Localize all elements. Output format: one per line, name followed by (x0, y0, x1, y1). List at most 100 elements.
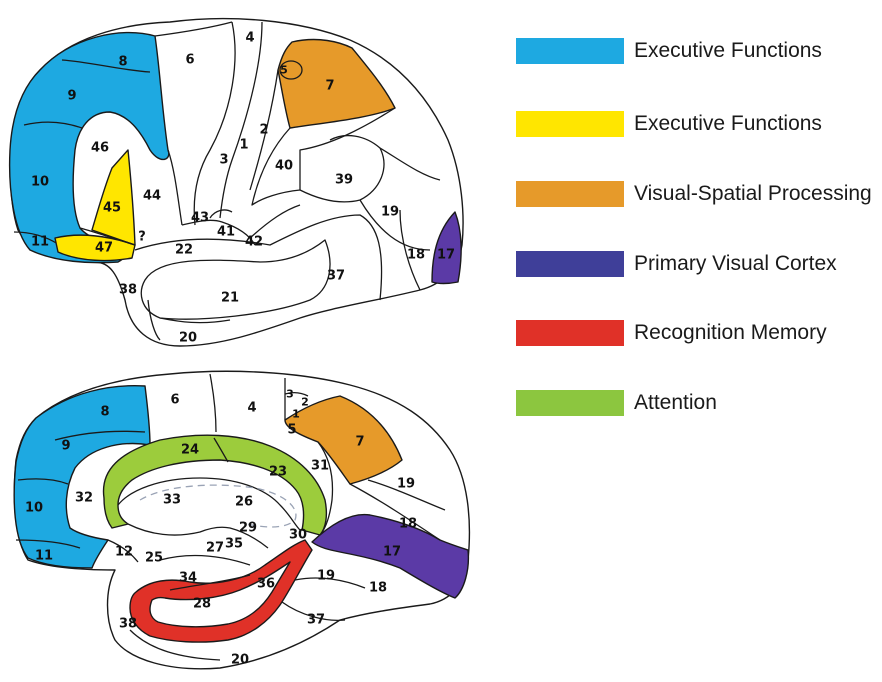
lateral-label-45: 45 (103, 201, 121, 216)
medial-label-30: 30 (289, 528, 307, 543)
medial-label-20: 20 (231, 653, 249, 668)
lateral-label-38: 38 (119, 283, 137, 298)
legend-swatch (516, 320, 624, 346)
legend-label: Executive Functions (634, 112, 822, 135)
lateral-line-8-9 (61, 59, 151, 73)
medial-label-12: 12 (115, 545, 133, 560)
medial-label-18-top: 18 (399, 517, 417, 532)
lateral-label-4: 4 (245, 31, 254, 46)
lateral-label-8: 8 (118, 55, 127, 70)
medial-inner-corpus (127, 523, 269, 549)
medial-label-7: 7 (355, 435, 364, 450)
medial-line-12-25 (107, 539, 139, 563)
medial-line-37 (281, 601, 346, 621)
medial-label-32: 32 (75, 491, 93, 506)
lateral-label-40: 40 (275, 159, 293, 174)
lateral-line-i (379, 147, 441, 181)
medial-label-3: 3 (286, 388, 294, 401)
medial-line-10-11 (15, 539, 81, 549)
medial-label-10: 10 (25, 501, 43, 516)
lateral-label-42: 42 (245, 235, 263, 250)
medial-line-6-4 (209, 373, 217, 433)
legend-swatch (516, 181, 624, 207)
lateral-label-21: 21 (221, 291, 239, 306)
medial-line-20 (129, 629, 221, 661)
legend-item-executive-functions-blue: Executive Functions (516, 36, 882, 66)
lateral-line-k (399, 209, 421, 291)
lateral-line-10-11 (13, 231, 59, 245)
medial-label-34: 34 (179, 571, 197, 586)
medial-label-5: 5 (287, 423, 296, 438)
medial-label-6: 6 (170, 393, 179, 408)
legend-swatch (516, 38, 624, 64)
medial-label-36: 36 (257, 577, 275, 592)
lateral-label-6: 6 (185, 53, 194, 68)
medial-label-35: 35 (225, 537, 243, 552)
lateral-label-39: 39 (335, 173, 353, 188)
lateral-label-41: 41 (217, 225, 235, 240)
lateral-label-2: 2 (259, 123, 268, 138)
legend-item-visual-spatial-processing: Visual-Spatial Processing (516, 179, 882, 209)
lateral-label-3: 3 (219, 153, 228, 168)
medial-label-24: 24 (181, 443, 199, 458)
lateral-line-46 (79, 227, 136, 246)
medial-label-25: 25 (145, 551, 163, 566)
lateral-label-5: 5 (280, 64, 288, 77)
lateral-label-47: 47 (95, 241, 113, 256)
lateral-label-q: ? (138, 230, 146, 245)
medial-label-17: 17 (383, 545, 401, 560)
lateral-line-j (359, 199, 431, 251)
lateral-line-b (154, 21, 233, 37)
medial-line-37b (294, 577, 366, 589)
lateral-label-37: 37 (327, 269, 345, 284)
medial-label-4: 4 (247, 401, 256, 416)
medial-line-28 (169, 574, 251, 591)
legend-label: Visual-Spatial Processing (634, 182, 872, 205)
medial-visual-spatial-7 (284, 395, 403, 485)
medial-label-1: 1 (292, 408, 300, 421)
legend-label: Attention (634, 391, 717, 414)
medial-label-37: 37 (307, 613, 325, 628)
lateral-label-9: 9 (67, 89, 76, 104)
medial-label-31: 31 (311, 459, 329, 474)
lateral-executive-blue-region (8, 31, 170, 264)
legend-item-attention: Attention (516, 388, 882, 418)
medial-line-3-2 (284, 392, 309, 397)
medial-line-31 (317, 441, 334, 536)
lateral-primary-visual-17 (431, 211, 462, 285)
lateral-line-20 (159, 317, 231, 324)
lateral-label-18: 18 (407, 248, 425, 263)
medial-primary-visual-17 (311, 513, 470, 599)
lateral-view: 8 9 10 11 46 45 47 ? 44 6 4 5 7 3 1 2 40… (8, 17, 464, 347)
medial-label-38: 38 (119, 617, 137, 632)
lateral-line-d (219, 21, 263, 219)
lateral-label-7: 7 (325, 79, 334, 94)
medial-dashed-outline (139, 484, 297, 528)
medial-label-19-top: 19 (397, 477, 415, 492)
lateral-line-9-10 (23, 121, 83, 129)
medial-label-33: 33 (163, 493, 181, 508)
medial-line-24-23 (213, 437, 229, 463)
medial-line-19-top (349, 483, 441, 541)
legend-label: Primary Visual Cortex (634, 252, 837, 275)
medial-label-27: 27 (206, 541, 224, 556)
legend-label: Executive Functions (634, 39, 822, 62)
lateral-temporal-outer (134, 214, 383, 301)
lateral-label-19: 19 (381, 205, 399, 220)
lateral-line-m (209, 209, 233, 219)
legend-item-primary-visual-cortex: Primary Visual Cortex (516, 249, 882, 279)
medial-label-2: 2 (301, 396, 309, 409)
lateral-line-g (299, 107, 396, 190)
lateral-line-38 (147, 299, 161, 341)
medial-line-9-10 (17, 478, 69, 485)
legend-swatch (516, 390, 624, 416)
medial-label-28: 28 (193, 597, 211, 612)
medial-line-8-9 (54, 430, 146, 441)
medial-attention-24-23 (102, 434, 328, 536)
medial-label-29: 29 (239, 521, 257, 536)
lateral-line-l (181, 219, 256, 246)
lateral-executive-yellow-47 (54, 234, 136, 262)
legend-item-executive-functions-yellow: Executive Functions (516, 109, 882, 139)
legend-item-recognition-memory: Recognition Memory (516, 318, 882, 348)
